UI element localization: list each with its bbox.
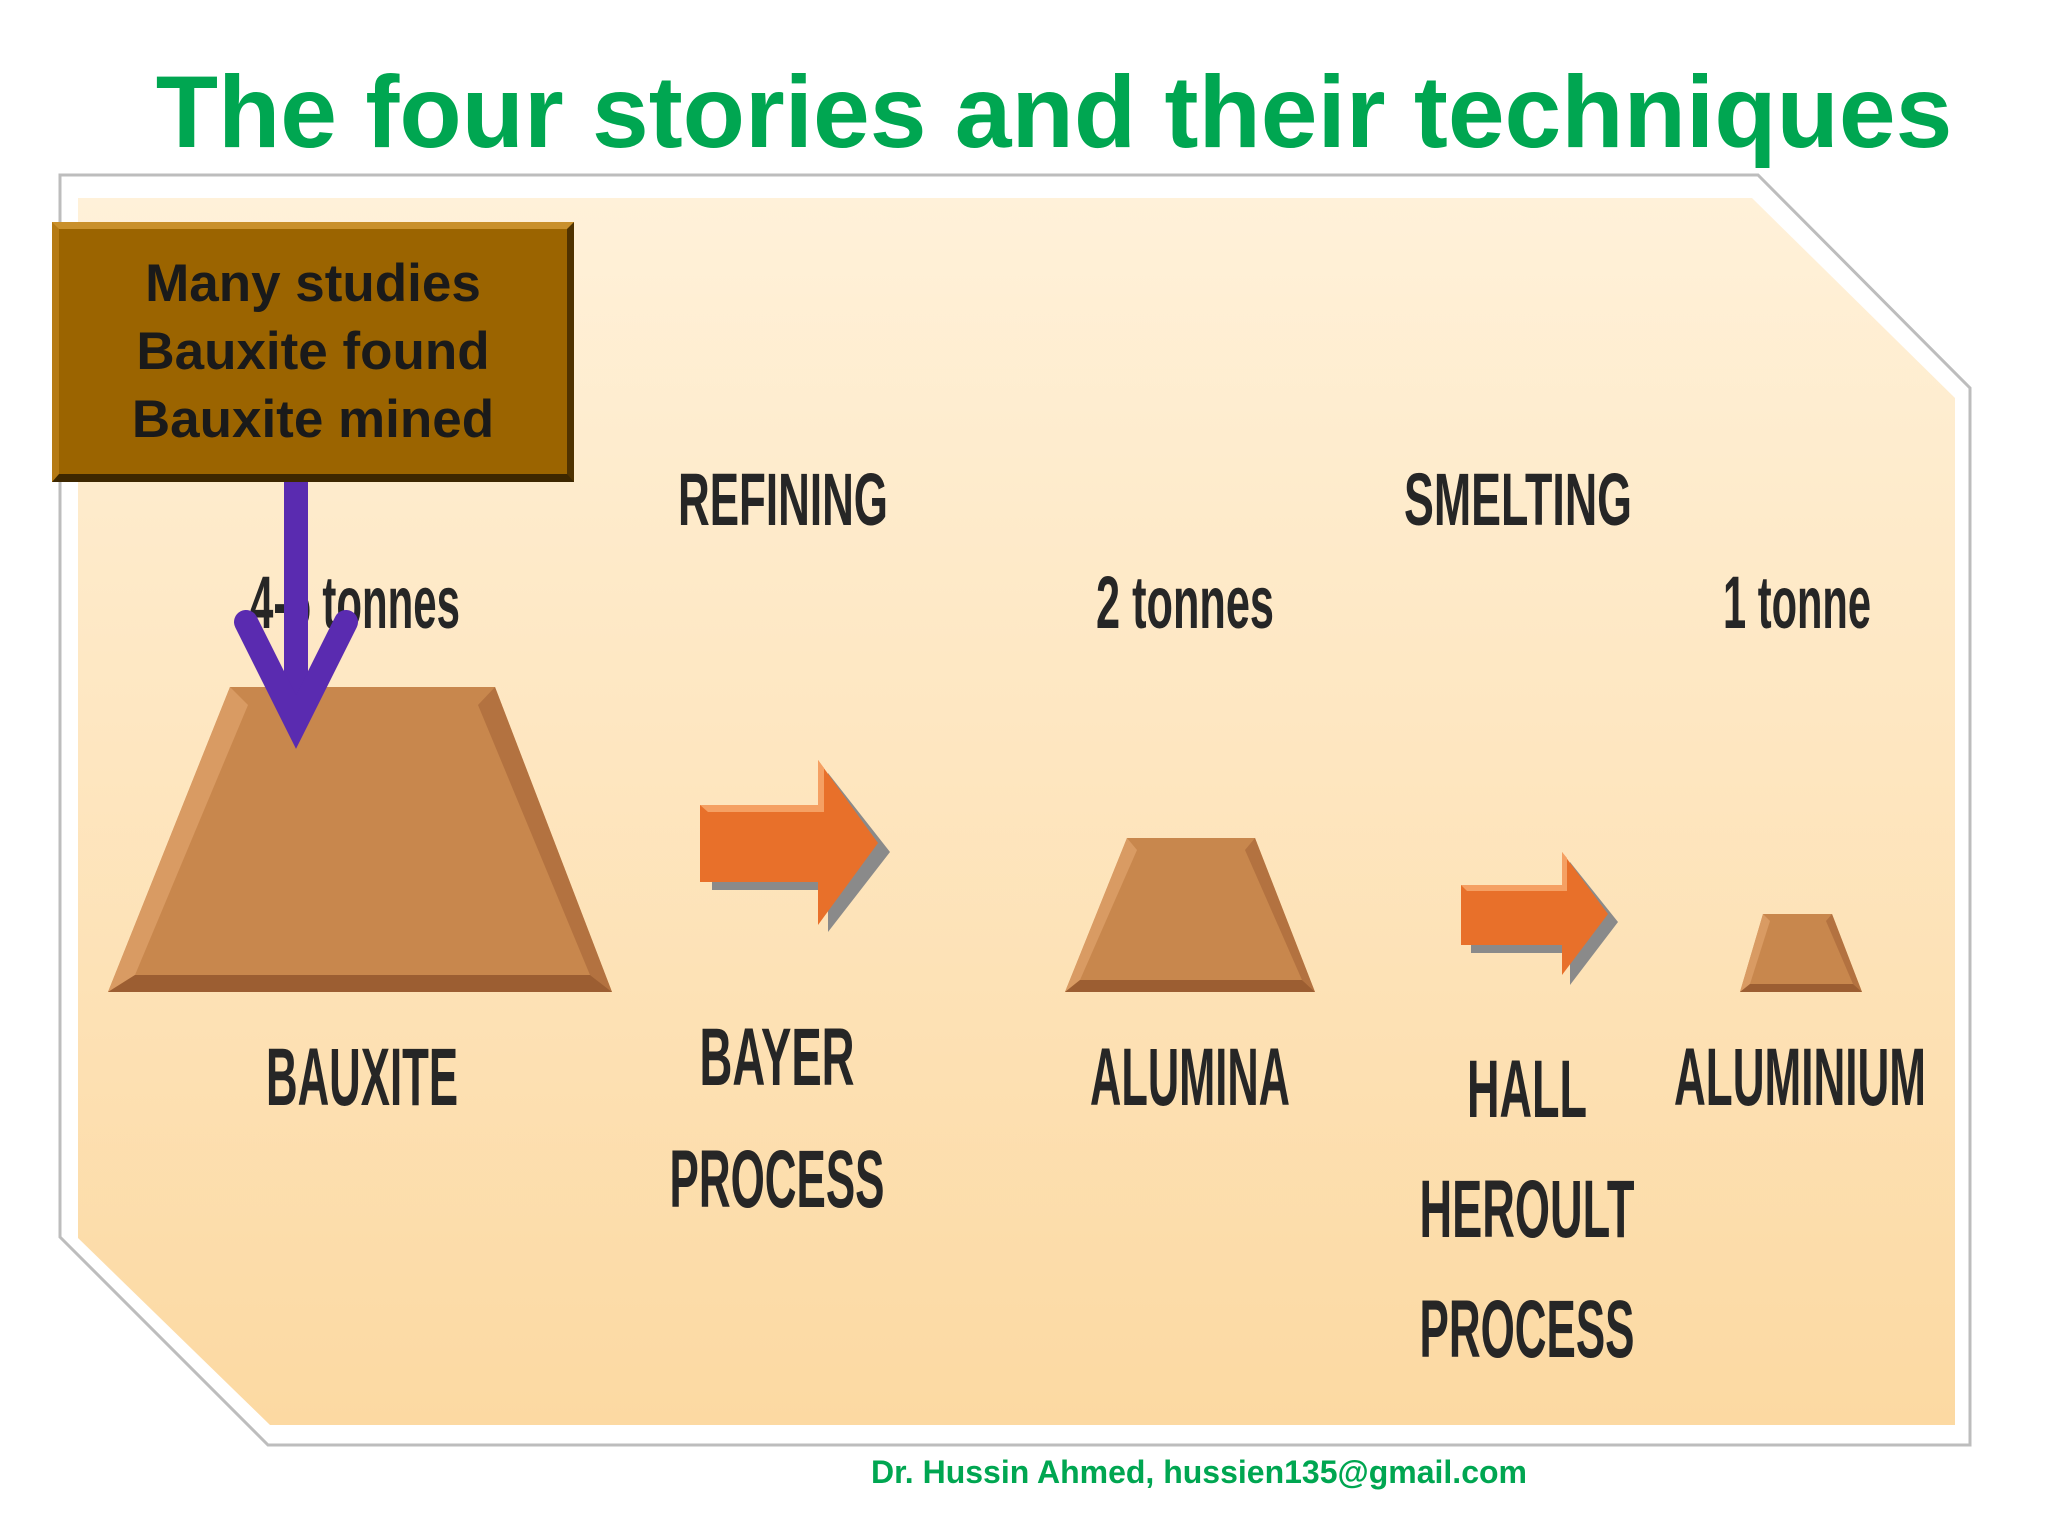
bauxite-pile bbox=[108, 687, 612, 992]
slide-title: The four stories and their techniques bbox=[155, 55, 1953, 169]
stage-label-refining: REFINING bbox=[678, 458, 888, 541]
aluminium-pile bbox=[1740, 914, 1862, 992]
process-label-hall-heroult-line-2: HEROULT bbox=[1420, 1164, 1635, 1255]
callout-line-found: Bauxite found bbox=[136, 321, 490, 381]
callout-line-studies: Many studies bbox=[145, 253, 481, 313]
diagram-panel bbox=[78, 198, 1955, 1425]
product-label-aluminium: ALUMINIUM bbox=[1674, 1032, 1926, 1123]
callout-line-mined: Bauxite mined bbox=[131, 389, 495, 449]
quantity-label-bauxite: 4-5 tonnes bbox=[250, 561, 460, 644]
process-label-hall-heroult-line-3: PROCESS bbox=[1420, 1284, 1635, 1375]
quantity-label-alumina: 2 tonnes bbox=[1096, 561, 1274, 644]
stage-label-smelting: SMELTING bbox=[1404, 458, 1632, 541]
product-label-alumina: ALUMINA bbox=[1090, 1032, 1290, 1123]
hall-heroult-process-arrow bbox=[1461, 852, 1618, 985]
alumina-pile bbox=[1065, 838, 1315, 992]
process-label-hall-heroult-line-1: HALL bbox=[1467, 1044, 1587, 1135]
process-label-bayer-line-2: PROCESS bbox=[670, 1134, 885, 1225]
research-callout-box: Many studies Bauxite found Bauxite mined bbox=[52, 222, 574, 482]
author-credit: Dr. Hussin Ahmed, hussien135@gmail.com bbox=[871, 1454, 1527, 1490]
bayer-process-arrow bbox=[700, 760, 890, 932]
quantity-label-aluminium: 1 tonne bbox=[1723, 561, 1871, 644]
product-label-bauxite: BAUXITE bbox=[266, 1032, 458, 1123]
process-label-bayer-line-1: BAYER bbox=[700, 1012, 855, 1103]
callout-arrow-icon bbox=[234, 480, 358, 749]
